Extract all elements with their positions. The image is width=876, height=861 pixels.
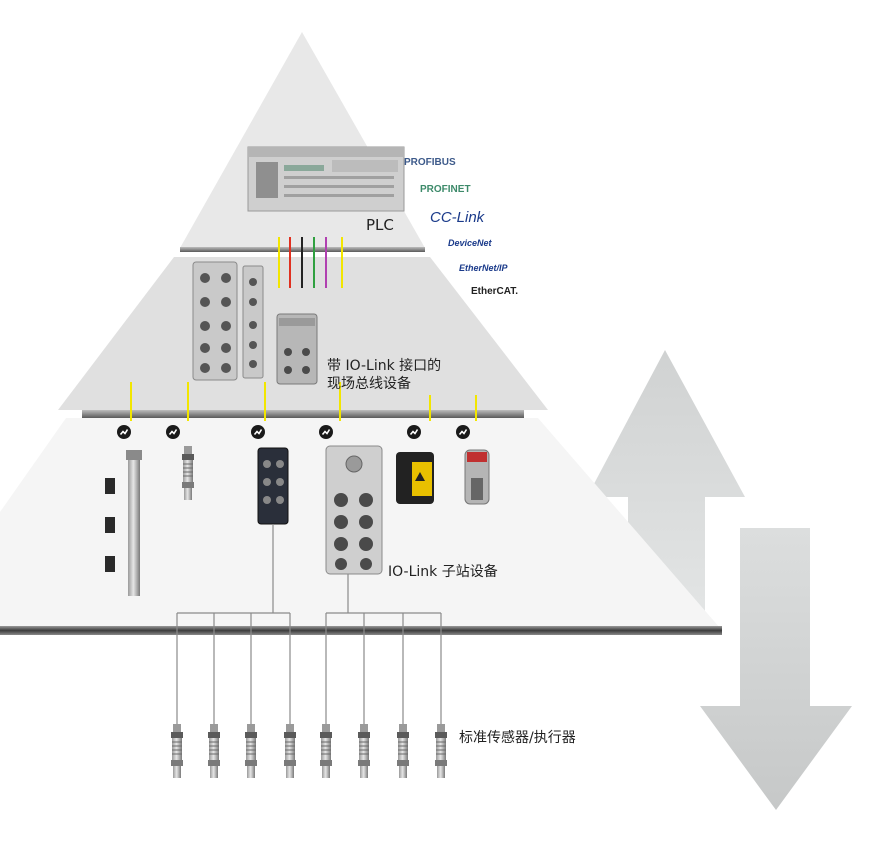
io-link-slave-label: IO-Link 子站设备 <box>388 564 498 580</box>
fieldbus-devices-label-line2: 现场总线设备 <box>327 376 411 392</box>
fieldbus-module-slim <box>242 265 264 379</box>
io-link-distribution-box <box>325 445 383 575</box>
cc-link-logo: CC-Link <box>430 209 485 226</box>
io-link-optical-sensor <box>396 452 434 504</box>
fieldbus-module-large <box>192 261 238 381</box>
io-link-hub-device <box>257 447 289 525</box>
profinet-logo: PROFINET <box>420 184 471 195</box>
down-arrow <box>700 528 852 810</box>
ethercat-logo: EtherCAT. <box>471 286 519 297</box>
up-arrow <box>587 350 745 635</box>
fieldbus-cables <box>278 237 343 288</box>
fieldbus-devices-label-line1: 带 IO-Link 接口的 <box>327 358 442 374</box>
linear-transducer-device <box>105 450 142 596</box>
profibus-logo: PROFIBUS <box>404 157 456 168</box>
standard-sensors-label: 标准传感器/执行器 <box>459 730 576 746</box>
io-link-cables <box>130 382 477 421</box>
plc-label: PLC <box>366 216 394 234</box>
plc-device <box>247 146 405 212</box>
ethernet-ip-logo: EtherNet/IP <box>459 263 508 273</box>
io-link-signal-lamp <box>464 449 490 505</box>
fieldbus-module-compact <box>276 313 318 385</box>
divider-bar <box>0 626 722 635</box>
sensor-wiring <box>176 524 442 738</box>
devicenet-logo: DeviceNet <box>448 238 492 248</box>
